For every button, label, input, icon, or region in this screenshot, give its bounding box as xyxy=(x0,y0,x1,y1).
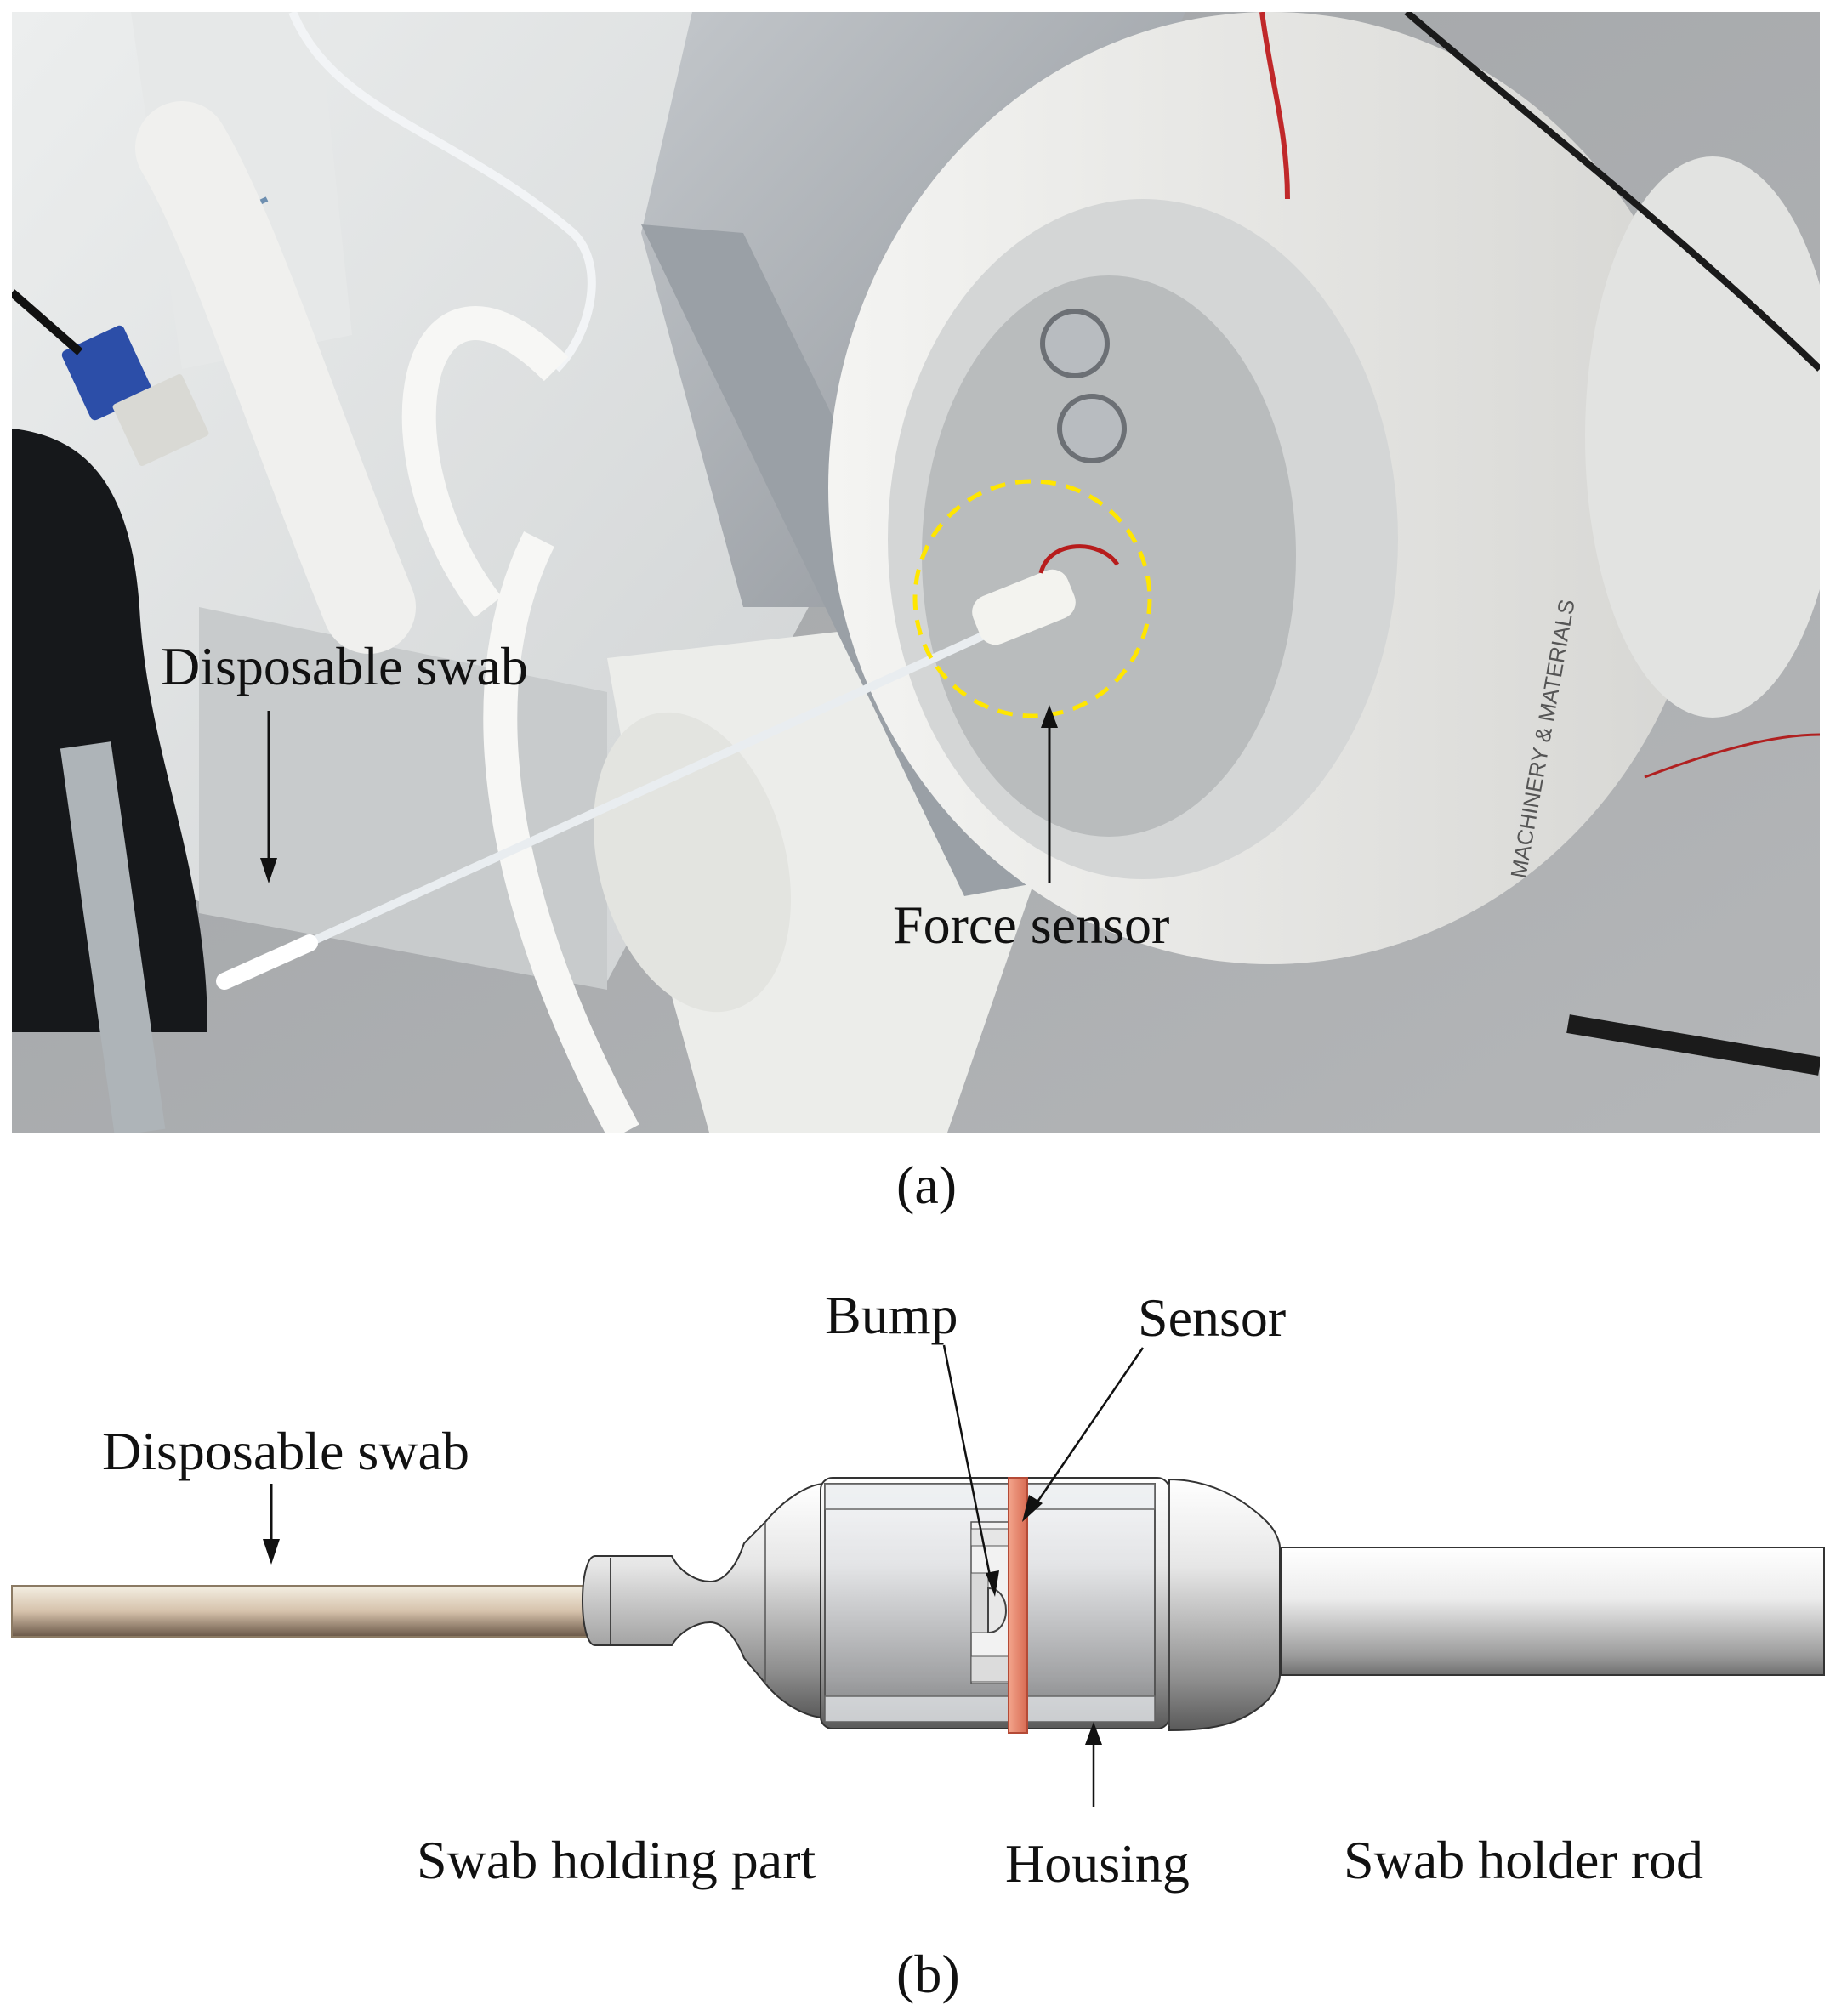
wire-red xyxy=(1259,11,1290,200)
bump-arrowhead xyxy=(986,1570,999,1597)
vga-connector xyxy=(61,325,153,421)
label-sensor: Sensor xyxy=(1138,1287,1287,1348)
bump-arrow xyxy=(942,1344,994,1589)
label-disposable-swab-a: Disposable swab xyxy=(161,636,528,696)
swab-holder-diagram xyxy=(11,1344,1825,1807)
connector-plug xyxy=(112,374,209,466)
sensor-wire xyxy=(1038,544,1120,574)
swab-holder-rod xyxy=(1279,1547,1825,1676)
wire-black xyxy=(1404,9,1822,372)
sensor-arrowhead xyxy=(1022,1495,1043,1522)
swab-stick xyxy=(222,628,992,985)
curved-arm xyxy=(135,101,416,654)
wire-red xyxy=(1644,733,1821,779)
highlight-circle xyxy=(912,479,1152,718)
swab-arrowhead xyxy=(260,858,277,883)
sensor-body xyxy=(972,569,1076,645)
housing-band xyxy=(824,1483,1156,1510)
diagram-panel-b: Disposable swab Bump Sensor Swab holding… xyxy=(0,1207,1830,2012)
disposable-swab-arrowhead xyxy=(263,1539,280,1565)
rear-disk xyxy=(1585,156,1830,718)
label-force-sensor: Force sensor xyxy=(893,894,1170,955)
robot-photo-illustration: MACHINERY & MATERIALS xyxy=(9,9,1830,1141)
caption-a: (a) xyxy=(896,1155,958,1215)
swab-tip xyxy=(216,934,318,990)
housing-band xyxy=(824,1695,1156,1723)
inner-slot-block xyxy=(970,1528,1014,1547)
label-swab-holder-rod: Swab holder rod xyxy=(1344,1830,1704,1890)
pulley xyxy=(1040,309,1110,378)
caption-b: (b) xyxy=(896,1944,960,2004)
swab-shaft xyxy=(11,1585,591,1638)
inner-slot-block xyxy=(970,1655,1014,1683)
white-cable xyxy=(483,531,639,1141)
label-bump: Bump xyxy=(825,1285,958,1345)
rod-transition xyxy=(1168,1478,1281,1732)
tripod-leg xyxy=(1566,1014,1821,1076)
pulley xyxy=(1057,394,1127,463)
white-cable xyxy=(401,306,569,618)
cable xyxy=(288,10,596,372)
housing-arrowhead xyxy=(1085,1722,1102,1745)
photo-panel-a: MACHINERY & MATERIALS Disposable swab Fo… xyxy=(9,9,1830,1141)
dark-cloth xyxy=(12,429,207,1032)
sensor-plate xyxy=(1008,1477,1028,1734)
cable xyxy=(9,289,83,355)
label-housing: Housing xyxy=(1005,1833,1190,1894)
label-swab-holding-part: Swab holding part xyxy=(417,1830,816,1890)
pole xyxy=(60,741,166,1137)
sensor-arrow xyxy=(1029,1347,1145,1513)
label-disposable-swab-b: Disposable swab xyxy=(102,1421,469,1481)
inner-slot-block xyxy=(970,1572,989,1633)
force-sensor-arrowhead xyxy=(1041,705,1058,728)
swab-holding-part xyxy=(582,1482,826,1719)
